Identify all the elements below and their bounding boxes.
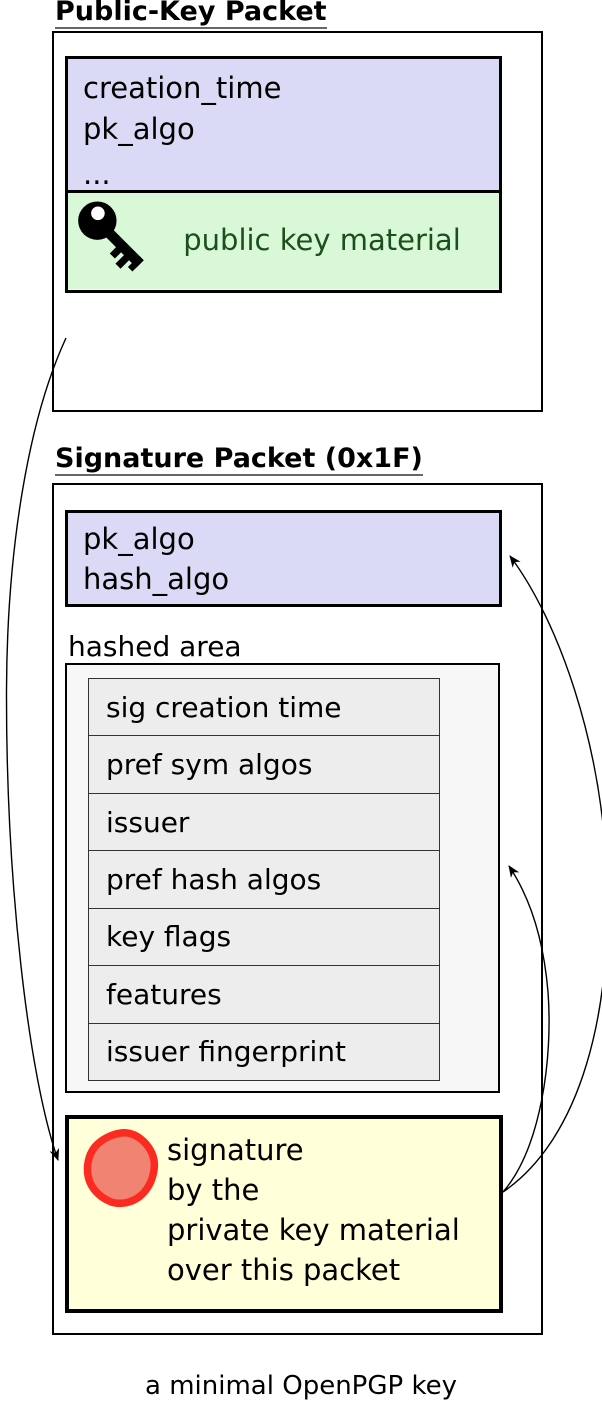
signature-line-3: private key material — [167, 1213, 460, 1247]
signature-line-2: by the — [167, 1173, 260, 1207]
subpacket-pref-hash-algos: pref hash algos — [89, 851, 439, 909]
field-hash-algo: hash_algo — [83, 562, 230, 596]
subpacket-list: sig creation time pref sym algos issuer … — [88, 678, 440, 1081]
field-pk-algo: pk_algo — [83, 522, 195, 556]
field-pk-algo: pk_algo — [83, 112, 195, 146]
signature-packet-title-text: Signature Packet (0x1F) — [55, 443, 423, 476]
subpacket-pref-sym-algos: pref sym algos — [89, 736, 439, 794]
signature-value-box: signature by the private key material ov… — [65, 1115, 503, 1313]
signature-header-fields: pk_algo hash_algo — [65, 510, 502, 607]
signature-packet-title: Signature Packet (0x1F) — [55, 444, 423, 476]
subpacket-key-flags: key flags — [89, 909, 439, 967]
field-creation-time: creation_time — [83, 71, 282, 105]
signature-line-1: signature — [167, 1133, 304, 1167]
public-key-material-section: public key material — [68, 190, 499, 289]
diagram-caption: a minimal OpenPGP key — [145, 1371, 457, 1401]
seal-icon — [83, 1128, 159, 1208]
subpacket-sig-creation-time: sig creation time — [89, 679, 439, 737]
public-key-packet-title: Public-Key Packet — [55, 0, 327, 29]
public-key-packet-contents: creation_time pk_algo ... public key mat… — [65, 56, 502, 293]
key-icon — [78, 201, 144, 272]
public-key-material-label: public key material — [183, 223, 461, 257]
hashed-area-label: hashed area — [68, 630, 242, 663]
signature-line-4: over this packet — [167, 1253, 401, 1287]
public-key-header-fields: creation_time pk_algo ... — [68, 59, 499, 191]
signature-description: signature by the private key material ov… — [167, 1130, 460, 1290]
public-key-packet-title-text: Public-Key Packet — [55, 0, 327, 29]
field-ellipsis: ... — [83, 157, 111, 191]
subpacket-issuer: issuer — [89, 794, 439, 852]
subpacket-issuer-fingerprint: issuer fingerprint — [106, 1035, 347, 1069]
subpacket-features: features — [89, 966, 439, 1024]
